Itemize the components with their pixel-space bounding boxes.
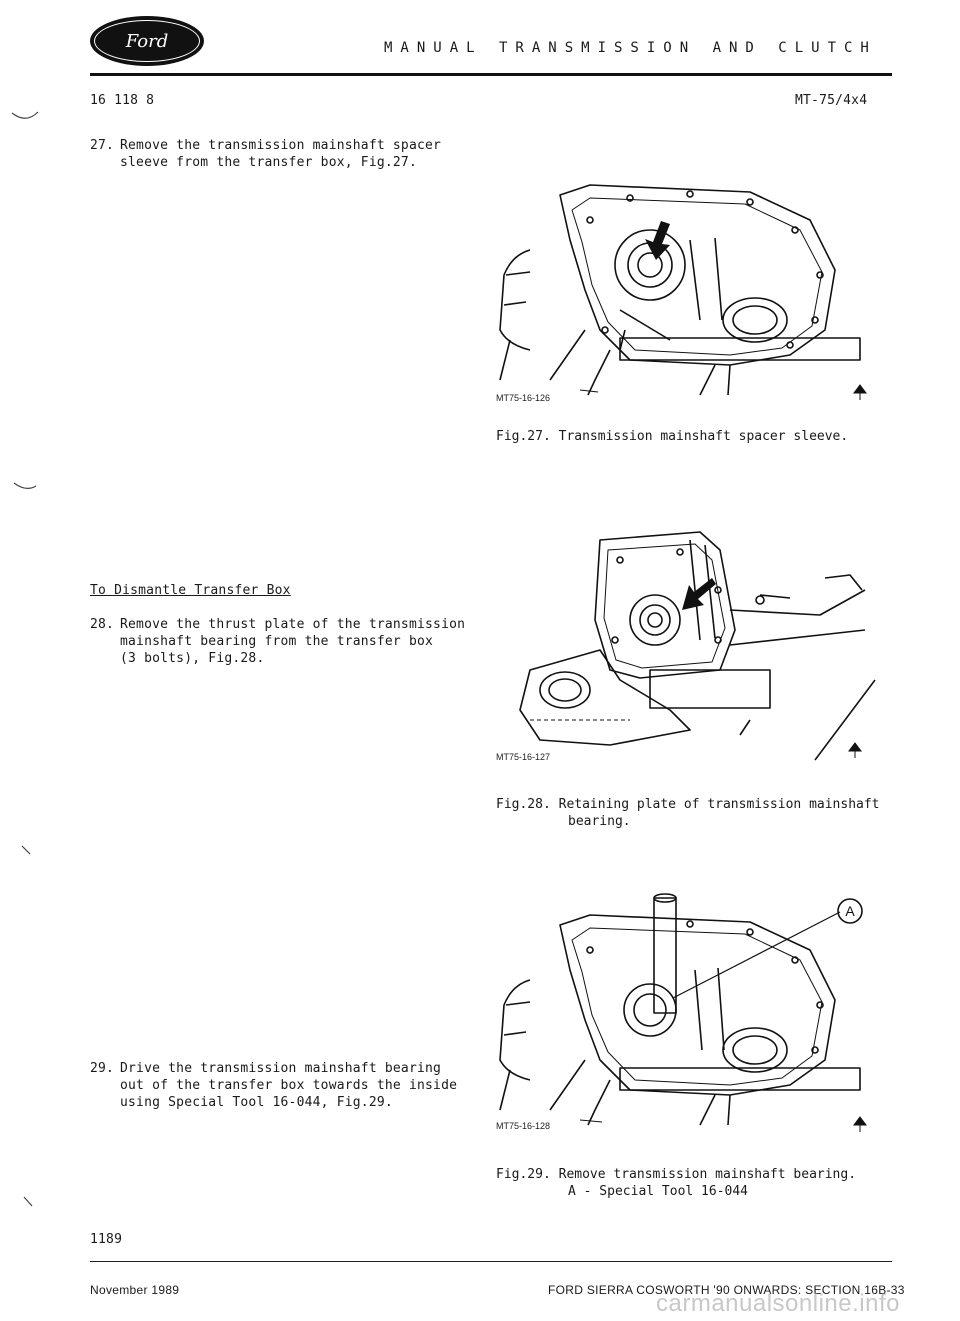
- figure-29-code: MT75-16-128: [496, 1121, 551, 1131]
- figure-27-code: MT75-16-126: [496, 393, 551, 403]
- step-line: Remove the thrust plate of the transmiss…: [120, 617, 466, 632]
- footer-rule: [90, 1261, 892, 1262]
- step-28: 28. Remove the thrust plate of the trans…: [90, 616, 490, 667]
- step-number: 29.: [90, 1061, 115, 1076]
- figure-28-illustration: [519, 531, 876, 761]
- caption-line: Fig.28. Retaining plate of transmission …: [496, 797, 880, 812]
- step-29: 29. Drive the transmission mainshaft bea…: [90, 1060, 490, 1111]
- step-line: Drive the transmission mainshaft bearing: [120, 1061, 442, 1076]
- step-line: (3 bolts), Fig.28.: [120, 651, 265, 666]
- figure-27-illustration: [499, 184, 867, 400]
- figure-28-code: MT75-16-127: [496, 752, 551, 762]
- ford-logo: Ford: [90, 16, 204, 66]
- step-line: mainshaft bearing from the transfer box: [120, 634, 434, 649]
- figure-29-callout: A: [845, 903, 855, 919]
- figure-27-caption: Fig.27. Transmission mainshaft spacer sl…: [496, 428, 896, 445]
- figure-29-caption: Fig.29. Remove transmission mainshaft be…: [496, 1166, 916, 1200]
- caption-line: bearing.: [568, 814, 631, 829]
- ford-logo-text: Ford: [125, 30, 169, 52]
- step-line: using Special Tool 16-044, Fig.29.: [120, 1095, 393, 1110]
- step-number: 28.: [90, 617, 115, 632]
- footer-section: FORD SIERRA COSWORTH '90 ONWARDS: SECTIO…: [548, 1283, 905, 1297]
- page-number: 1189: [90, 1232, 123, 1247]
- step-line: out of the transfer box towards the insi…: [120, 1078, 458, 1093]
- header-title: MANUAL TRANSMISSION AND CLUTCH: [384, 40, 877, 56]
- step-line: sleeve from the transfer box, Fig.27.: [120, 155, 417, 170]
- step-27: 27. Remove the transmission mainshaft sp…: [90, 137, 470, 171]
- step-number: 27.: [90, 138, 115, 153]
- caption-line: A - Special Tool 16-044: [568, 1184, 749, 1199]
- caption-line: Fig.29. Remove transmission mainshaft be…: [496, 1167, 857, 1182]
- footer-date: November 1989: [90, 1283, 180, 1297]
- figure-29-illustration: A: [499, 893, 867, 1132]
- doc-number: 16 118 8: [90, 93, 155, 108]
- step-line: Remove the transmission mainshaft spacer: [120, 138, 442, 153]
- watermark: carmanualsonline.info: [656, 1290, 900, 1317]
- model-code: MT-75/4x4: [795, 93, 868, 108]
- margin-marks: [11, 111, 39, 1207]
- figure-28-caption: Fig.28. Retaining plate of transmission …: [496, 796, 916, 830]
- caption-line: Fig.27. Transmission mainshaft spacer sl…: [496, 429, 849, 444]
- header-rule: [90, 73, 892, 76]
- section-heading: To Dismantle Transfer Box: [90, 583, 291, 598]
